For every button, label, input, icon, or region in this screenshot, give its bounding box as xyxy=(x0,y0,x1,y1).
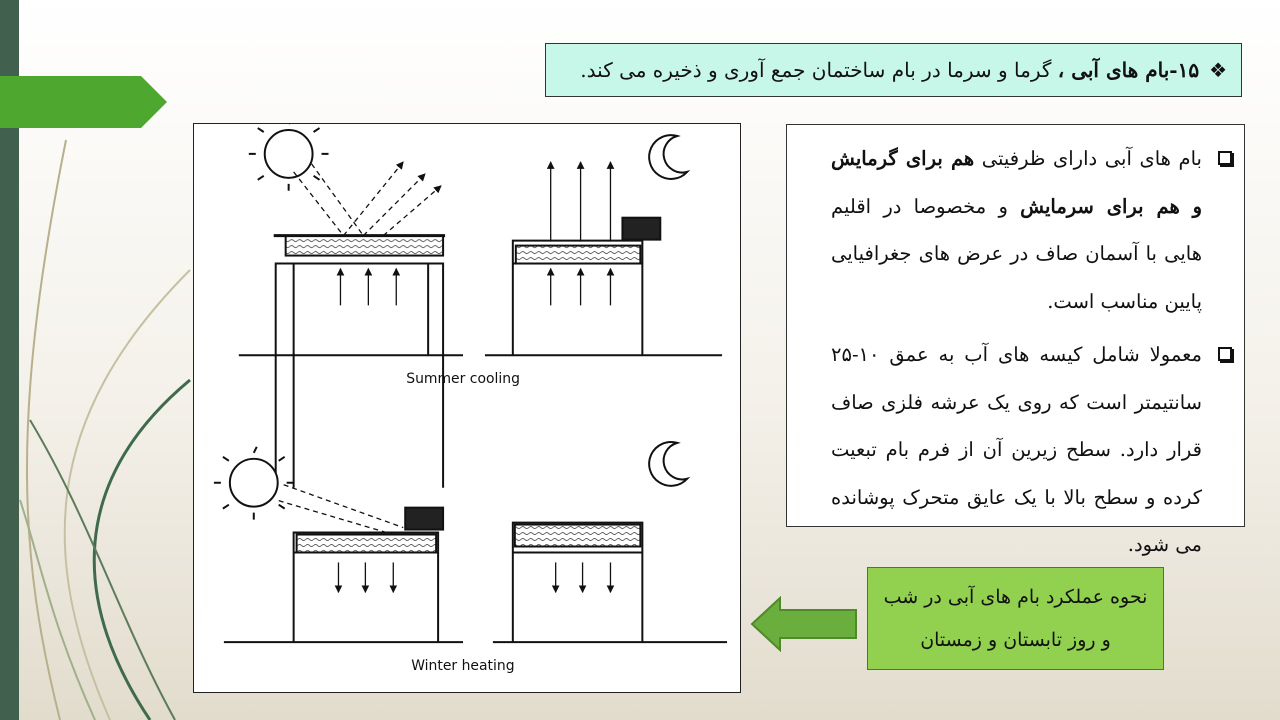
note-line-1: نحوه عملکرد بام های آبی در شب xyxy=(883,586,1148,608)
left-arrow-icon xyxy=(750,596,857,652)
description-box: بام های آبی دارای ظرفیتی هم برای گرمایش … xyxy=(786,124,1245,556)
square-bullet-icon xyxy=(1218,151,1232,165)
square-bullet-icon xyxy=(1218,347,1232,361)
bullet-item: بام های آبی دارای ظرفیتی هم برای گرمایش … xyxy=(831,135,1232,325)
note-line-2: و روز تابستان و زمستان xyxy=(920,629,1111,651)
title-bullet-icon: ❖ xyxy=(1209,58,1227,82)
roof-pond-diagram: Summer cooling Winter heating xyxy=(193,123,741,693)
decorative-curves xyxy=(19,139,191,720)
slide-title: ❖ ۱۵-بام های آبی ، گرما و سرما در بام سا… xyxy=(545,43,1242,97)
sun-icon xyxy=(248,124,329,191)
sun-icon xyxy=(213,446,294,520)
title-number: ۱۵- xyxy=(1169,58,1200,82)
moon-icon xyxy=(648,441,691,487)
title-arrow-tab xyxy=(0,76,167,128)
bullet-1-part-2: هم برای گرمایش و هم برای سرمایش xyxy=(831,147,1202,218)
bullet-1-part-3: و مخصوصا در اقلیم هایی با آسمان صاف در ع… xyxy=(831,194,1202,313)
summer-caption: Summer cooling xyxy=(406,371,520,387)
bullet-item: معمولا شامل کیسه های آب به عمق ۱۰-۲۵ سان… xyxy=(831,331,1232,569)
roof-pond-drawing: Summer cooling Winter heating xyxy=(213,124,728,674)
title-rest: گرما و سرما در بام ساختمان جمع آوری و ذخ… xyxy=(580,58,1058,82)
title-heading: بام های آبی ، xyxy=(1057,58,1170,82)
bullet-1-part-1: بام های آبی دارای ظرفیتی xyxy=(974,147,1202,170)
left-accent-bar xyxy=(0,0,19,720)
winter-caption: Winter heating xyxy=(411,658,514,674)
diagram-note: نحوه عملکرد بام های آبی در شب و روز تابس… xyxy=(867,567,1164,670)
moon-icon xyxy=(648,134,691,180)
bullet-2-text: معمولا شامل کیسه های آب به عمق ۱۰-۲۵ سان… xyxy=(831,343,1202,556)
